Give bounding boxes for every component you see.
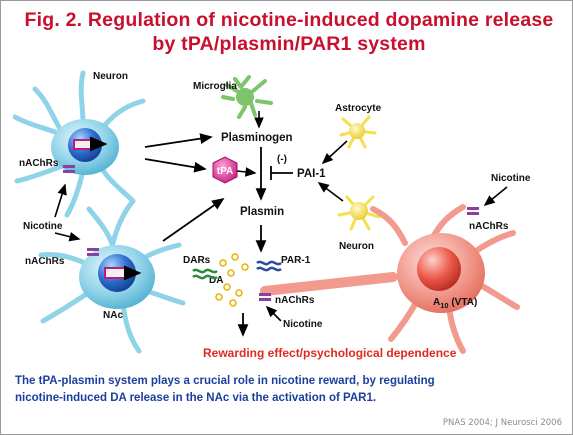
label-neuron-mid: Neuron	[339, 241, 374, 252]
vta-nucleus	[417, 247, 461, 291]
label-astrocyte: Astrocyte	[335, 103, 382, 114]
label-plasmin: Plasmin	[240, 206, 284, 218]
label-neuron-top: Neuron	[93, 71, 128, 82]
inhibit-bar-pai1	[270, 166, 293, 180]
par1-receptor-icon	[256, 260, 282, 272]
microglia-icon	[221, 75, 273, 119]
caption-line-1: The tPA-plasmin system plays a crucial r…	[15, 375, 435, 387]
title-line-1: Fig. 2. Regulation of nicotine-induced d…	[24, 9, 554, 31]
label-tpa: tPA	[217, 166, 233, 177]
nachrs-receptor-icon	[467, 207, 479, 215]
dopamine-dots	[215, 253, 249, 307]
label-da: DA	[209, 275, 223, 286]
label-vta: A10 (VTA)	[433, 297, 477, 310]
label-nac: NAc	[103, 310, 123, 321]
nachrs-receptor-icon	[259, 293, 271, 301]
label-inhibit: (-)	[277, 154, 287, 165]
tpa-hexagon	[212, 156, 238, 184]
label-dars: DARs	[183, 255, 211, 266]
title-line-2: by tPA/plasmin/PAR1 system	[152, 33, 426, 55]
pathway-diagram: Neuron nAChRs Nicotine nAChRs NAc	[12, 70, 531, 360]
caption-line-2: nicotine-induced DA release in the NAc v…	[15, 392, 377, 404]
label-nicotine-left: Nicotine	[23, 221, 63, 232]
arrow-nac-to-plasmin	[162, 197, 225, 242]
nachrs-receptor-icon	[63, 165, 75, 173]
diagram-panel: Neuron nAChRs Nicotine nAChRs NAc	[12, 67, 560, 369]
astrocyte-icon	[339, 115, 377, 149]
label-plasminogen: Plasminogen	[221, 132, 293, 144]
nachrs-receptor-icon	[87, 248, 99, 256]
neuron-mid-icon	[337, 195, 381, 231]
vta-neuron	[260, 204, 520, 354]
label-nicotine-right: Nicotine	[491, 173, 531, 184]
neuron-top-left	[12, 70, 146, 218]
citation: PNAS 2004; J Neurosci 2006	[442, 418, 562, 428]
dars-receptor-icon	[192, 268, 218, 280]
label-nachrs-left-top: nAChRs	[19, 158, 59, 169]
label-nachrs-left-bottom: nAChRs	[25, 256, 65, 267]
arrow-nicotine-to-right-nachrs	[483, 186, 508, 207]
arrow-nicotine-to-top-nachrs	[54, 183, 67, 218]
arrow-nicotine-to-center-nachrs	[265, 305, 282, 322]
arrow-nicotine-to-bottom-nachrs	[54, 232, 81, 242]
label-pai1: PAI-1	[297, 168, 326, 180]
arrow-neuron-to-plasminogen	[144, 133, 213, 148]
label-microglia: Microglia	[193, 81, 237, 92]
label-rewarding: Rewarding effect/psychological dependenc…	[203, 346, 457, 360]
figure-title: Fig. 2. Regulation of nicotine-induced d…	[15, 8, 563, 56]
figure-caption: The tPA-plasmin system plays a crucial r…	[15, 373, 563, 407]
arrow-neuron-mid-to-pai1	[317, 182, 344, 202]
label-par1: PAR-1	[281, 255, 311, 266]
arrow-tpa-to-conversion	[236, 167, 257, 177]
nac-neuron	[38, 198, 186, 354]
label-nicotine-center: Nicotine	[283, 319, 323, 330]
label-nachrs-center: nAChRs	[275, 295, 315, 306]
arrow-astrocyte-to-pai1	[321, 140, 348, 165]
arrow-neuron-to-tpa	[144, 158, 207, 173]
label-nachrs-right: nAChRs	[469, 221, 509, 232]
